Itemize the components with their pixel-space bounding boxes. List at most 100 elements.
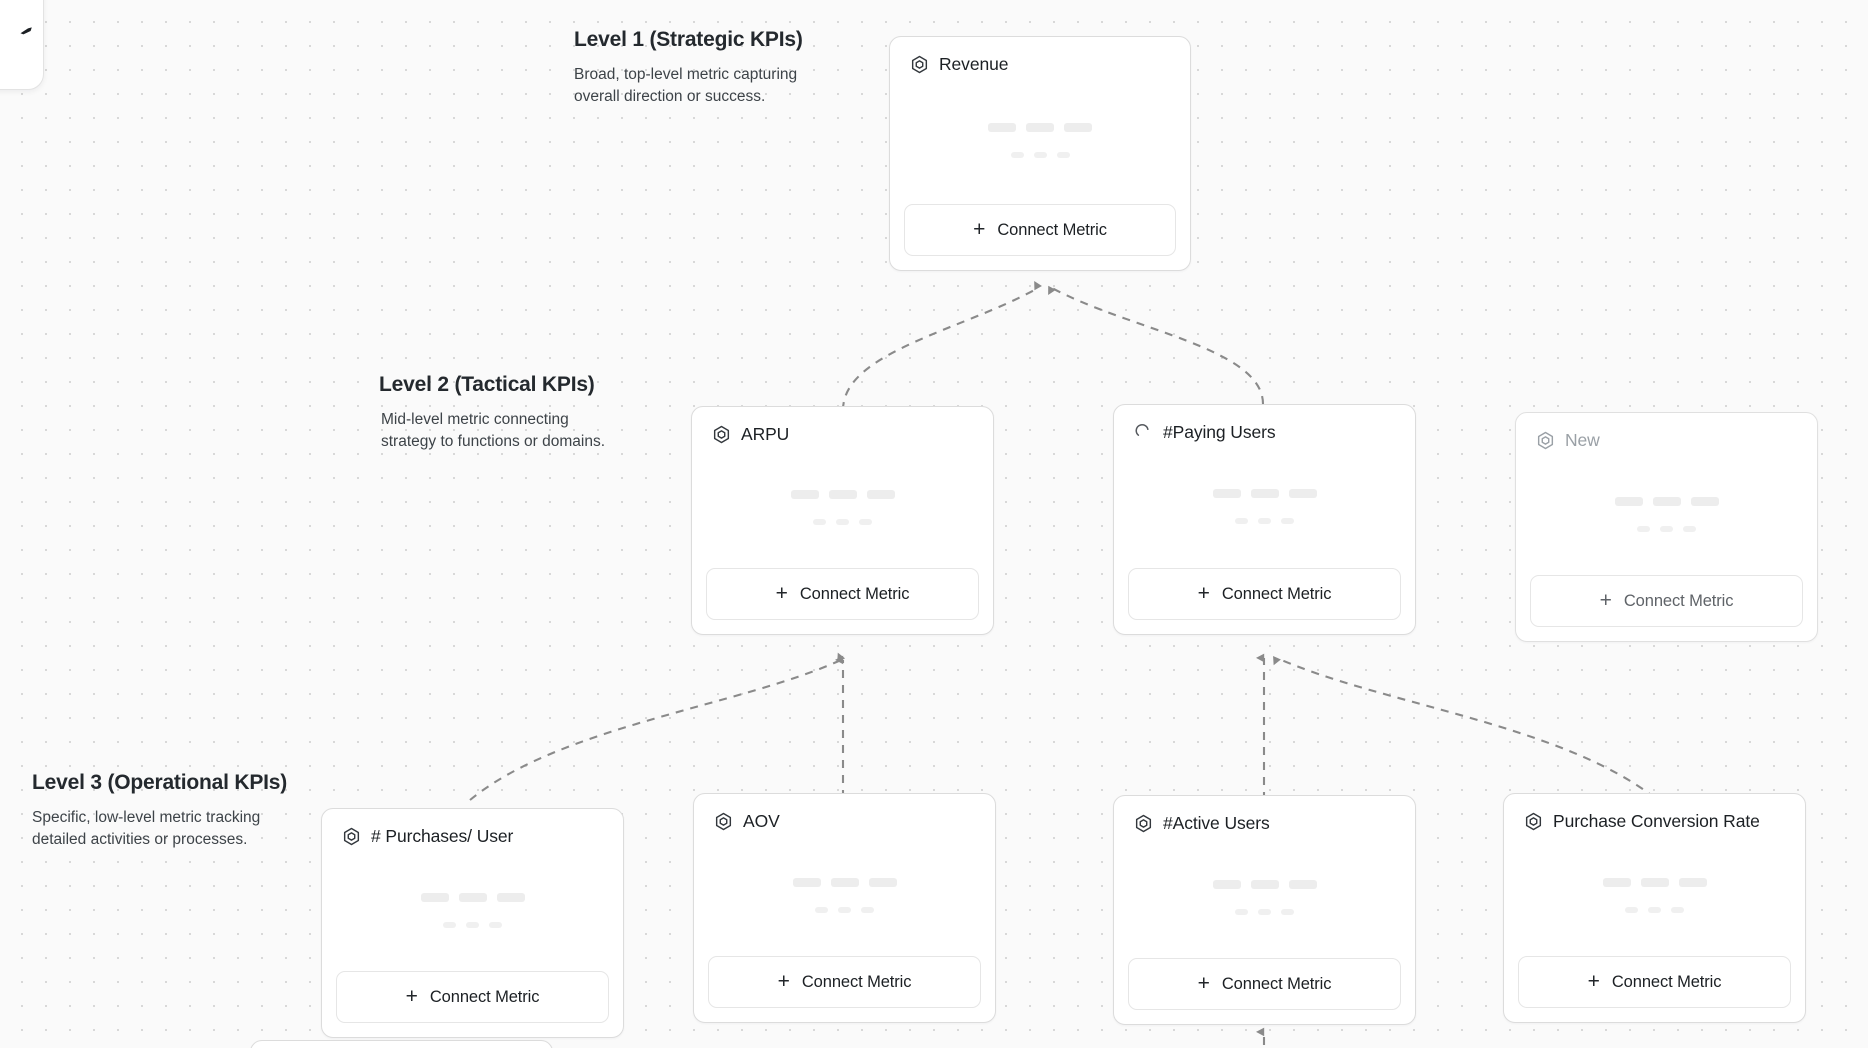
skeleton-bar — [1258, 908, 1271, 915]
skeleton-bar — [1258, 518, 1271, 524]
skeleton-bar — [443, 921, 456, 928]
skeleton-bar — [838, 906, 851, 913]
skeleton-bar — [1683, 525, 1696, 532]
hexagon-metric-icon — [1525, 812, 1542, 831]
edge-purchases-to-arpu — [469, 652, 846, 801]
level-2-title: Level 2 (Tactical KPIs) — [379, 373, 595, 396]
level-2-description: Mid-level metric connecting strategy to … — [381, 411, 606, 451]
metric-card-offscreen-bottom[interactable] — [250, 1040, 553, 1048]
card-header: AOV — [694, 794, 995, 832]
metric-card-arpu[interactable]: ARPU + Connect Metric — [691, 406, 994, 635]
skeleton-row-primary — [1602, 877, 1707, 887]
skeleton-bar — [420, 892, 449, 902]
skeleton-row-secondary — [1625, 906, 1684, 913]
skeleton-row-primary — [1212, 879, 1317, 889]
connect-metric-button[interactable]: + Connect Metric — [336, 971, 609, 1023]
card-skeleton-body — [694, 832, 995, 956]
skeleton-bar — [1637, 525, 1650, 532]
level-3-section-label: Level 3 (Operational KPIs) Specific, low… — [32, 771, 287, 852]
floating-side-panel[interactable] — [0, 0, 44, 90]
skeleton-row-secondary — [813, 519, 872, 525]
level-1-description: Broad, top-level metric capturing overal… — [574, 66, 798, 106]
plus-icon: + — [973, 217, 986, 241]
metric-card-aov[interactable]: AOV + Connect Metric — [693, 793, 996, 1023]
skeleton-bar — [792, 877, 821, 887]
metric-card-active-users[interactable]: #Active Users + Connect Metric — [1113, 795, 1416, 1025]
skeleton-row-secondary — [1637, 525, 1696, 532]
skeleton-bar — [790, 490, 819, 499]
skeleton-row-primary — [792, 877, 897, 887]
cursor-glyph — [20, 27, 32, 35]
hexagon-metric-icon — [715, 812, 732, 831]
skeleton-bar — [458, 892, 487, 902]
card-skeleton-body — [1114, 834, 1415, 958]
level-3-title: Level 3 (Operational KPIs) — [32, 771, 288, 794]
skeleton-bar — [1648, 906, 1661, 913]
connect-metric-button[interactable]: + Connect Metric — [708, 956, 981, 1008]
skeleton-bar — [988, 123, 1016, 132]
connect-metric-button[interactable]: + Connect Metric — [1128, 958, 1401, 1010]
skeleton-bar — [496, 892, 525, 902]
skeleton-bar — [1212, 879, 1241, 889]
edge-arpu-to-revenue — [841, 280, 1042, 411]
metric-card-revenue[interactable]: Revenue + Connect Metric — [889, 36, 1191, 271]
connect-metric-label: Connect Metric — [1221, 584, 1332, 603]
card-skeleton-body — [322, 847, 623, 971]
skeleton-bar — [859, 519, 872, 525]
loading-spinner-icon — [1135, 424, 1149, 436]
skeleton-row-secondary — [815, 906, 874, 913]
connect-metric-button[interactable]: + Connect Metric — [1530, 575, 1803, 627]
skeleton-bar — [1056, 152, 1070, 158]
edge-paying-to-revenue — [1048, 285, 1265, 405]
skeleton-bar — [1640, 877, 1669, 887]
card-header: ARPU — [692, 407, 993, 445]
connect-metric-label: Connect Metric — [429, 987, 540, 1006]
card-title: Purchase Conversion Rate — [1553, 811, 1760, 831]
skeleton-bar — [1690, 496, 1719, 506]
metric-card-purchases-per-user[interactable]: # Purchases/ User + Connect Metric — [321, 808, 624, 1038]
skeleton-row-secondary — [443, 921, 502, 928]
connect-metric-button[interactable]: + Connect Metric — [904, 204, 1176, 256]
connect-metric-label: Connect Metric — [997, 220, 1107, 239]
skeleton-bar — [1250, 489, 1279, 498]
metric-card-purchase-conversion-rate[interactable]: Purchase Conversion Rate + Connect Metri… — [1503, 793, 1806, 1023]
skeleton-row-primary — [1212, 489, 1317, 498]
plus-icon: + — [1587, 969, 1600, 993]
skeleton-bar — [861, 906, 874, 913]
skeleton-bar — [830, 877, 859, 887]
skeleton-row-primary — [420, 892, 525, 902]
skeleton-row-secondary — [1235, 908, 1294, 915]
level-1-section-label: Level 1 (Strategic KPIs) Broad, top-leve… — [574, 28, 824, 109]
level-2-section-label: Level 2 (Tactical KPIs) Mid-level metric… — [379, 373, 626, 454]
skeleton-bar — [1602, 877, 1631, 887]
hexagon-metric-icon — [713, 425, 730, 444]
connect-metric-button[interactable]: + Connect Metric — [1128, 568, 1401, 620]
card-skeleton-body — [692, 445, 993, 568]
connect-metric-button[interactable]: + Connect Metric — [706, 568, 979, 620]
skeleton-bar — [1026, 123, 1054, 132]
level-1-title: Level 1 (Strategic KPIs) — [574, 28, 803, 51]
skeleton-bar — [1660, 525, 1673, 532]
skeleton-bar — [1212, 489, 1241, 498]
connect-metric-button[interactable]: + Connect Metric — [1518, 956, 1791, 1008]
card-header: #Paying Users — [1114, 405, 1415, 443]
metric-card-new[interactable]: New + Connect Metric — [1515, 412, 1818, 642]
skeleton-bar — [489, 921, 502, 928]
skeleton-bar — [1288, 879, 1317, 889]
card-title: New — [1565, 430, 1600, 450]
level-3-description: Specific, low-level metric tracking deta… — [32, 809, 261, 849]
metric-card-paying-users[interactable]: #Paying Users + Connect Metric — [1113, 404, 1416, 635]
skeleton-row-primary — [1614, 496, 1719, 506]
skeleton-bar — [1235, 518, 1248, 524]
skeleton-bar — [1010, 152, 1024, 158]
card-title: AOV — [743, 811, 780, 831]
skeleton-bar — [1064, 123, 1092, 132]
card-title: #Paying Users — [1163, 422, 1276, 442]
plus-icon: + — [405, 984, 418, 1008]
skeleton-bar — [1033, 152, 1047, 158]
connect-metric-label: Connect Metric — [1623, 591, 1734, 610]
skeleton-bar — [1281, 908, 1294, 915]
skeleton-bar — [866, 490, 895, 499]
plus-icon: + — [1197, 581, 1210, 605]
